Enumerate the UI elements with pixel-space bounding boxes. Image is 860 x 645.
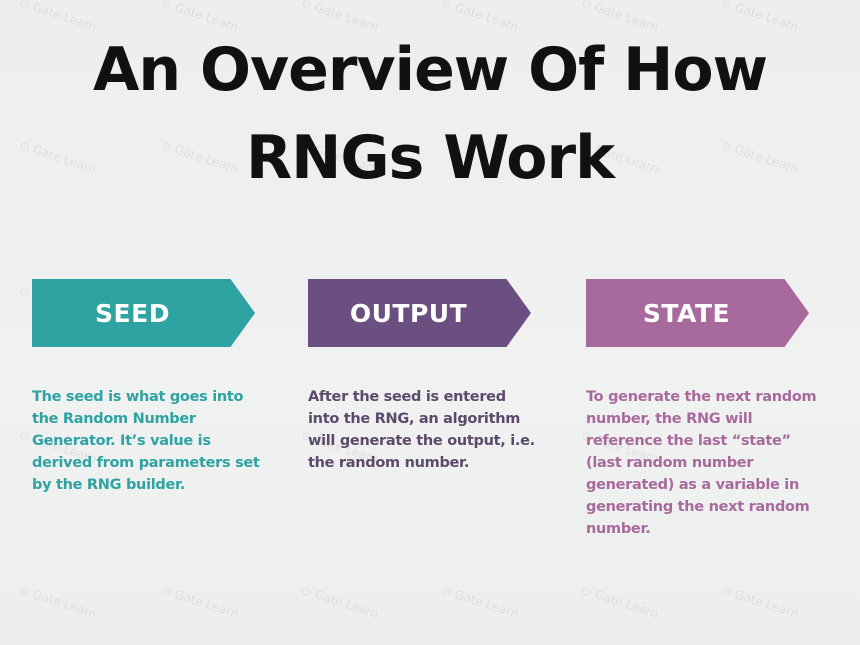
step-state-label: STATE <box>642 298 731 328</box>
watermark-logo: ⊙ Gate Learn <box>299 582 381 622</box>
page-title-line-2: RNGs Work <box>245 123 615 193</box>
step-seed-label: SEED <box>95 298 170 328</box>
step-output-arrow: OUTPUT <box>308 279 531 347</box>
step-seed-arrow: SEED <box>32 279 255 347</box>
watermark-logo: ⊙ Gate Learn <box>579 582 661 622</box>
step-state-arrow: STATE <box>586 279 809 347</box>
watermark-logo: ⊙ Gate Learn <box>159 582 241 622</box>
watermark-logo: ⊙ Gate Learn <box>17 582 99 622</box>
page-title-line-1: An Overview Of How <box>93 35 768 105</box>
step-state-description: To generate the next random number, the … <box>586 389 817 537</box>
step-output-label: OUTPUT <box>349 298 468 328</box>
watermark-logo: ⊙ Gate Learn <box>719 582 801 622</box>
step-seed-description: The seed is what goes into the Random Nu… <box>32 389 260 493</box>
step-output-description: After the seed is entered into the RNG, … <box>308 389 535 471</box>
watermark-logo: ⊙ Gate Learn <box>439 582 521 622</box>
